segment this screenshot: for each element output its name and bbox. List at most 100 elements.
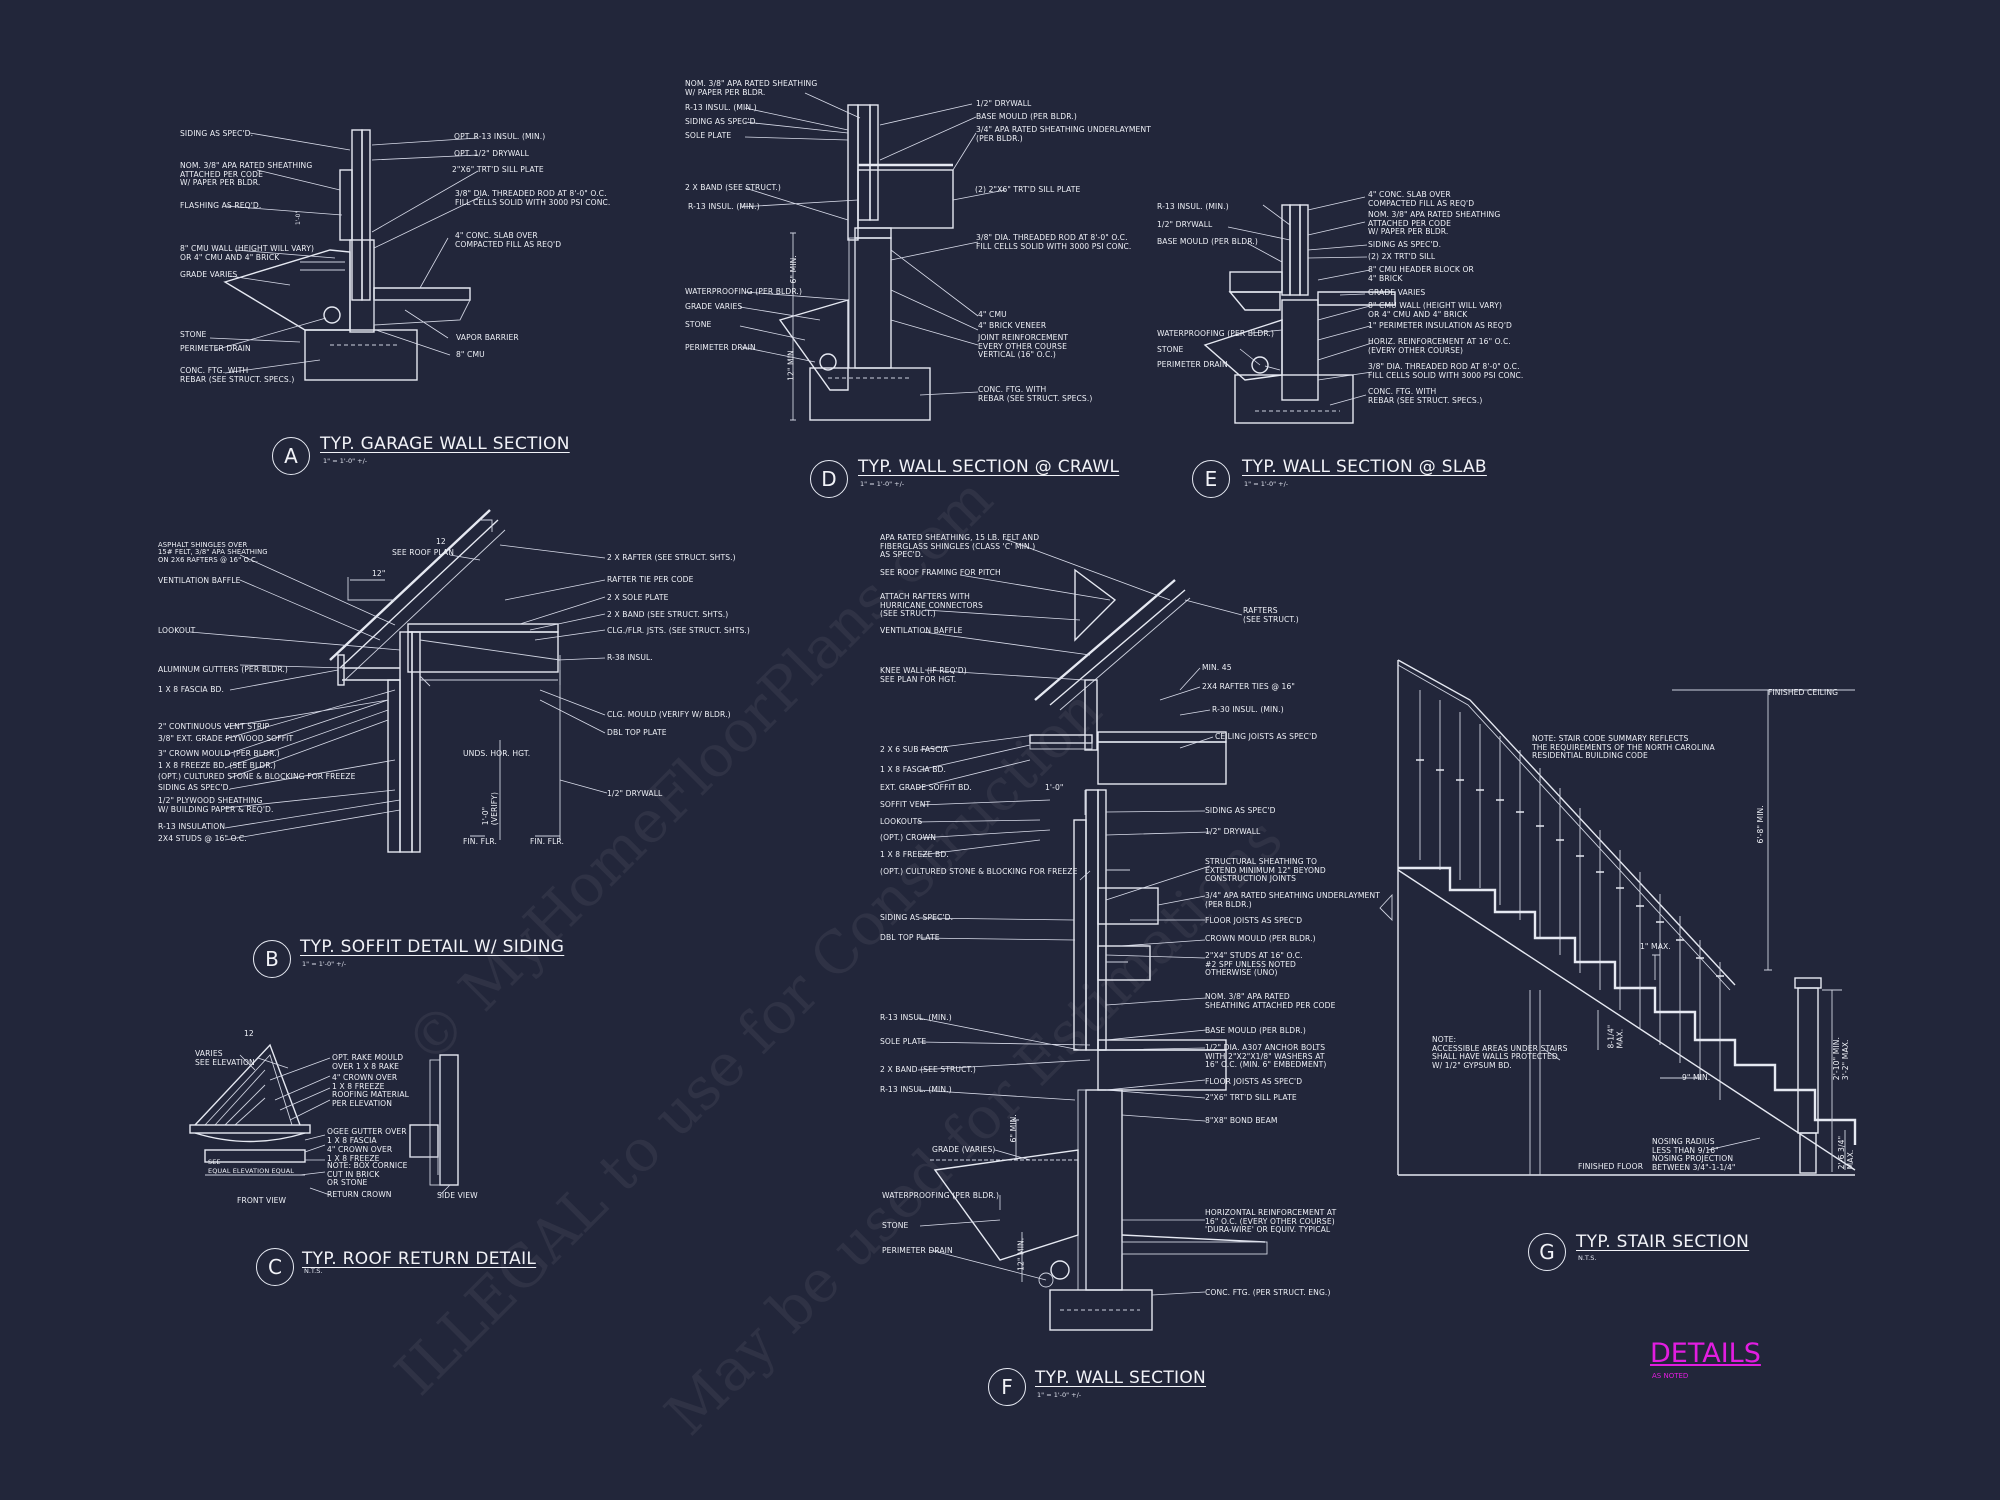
detail-f-note-right-13: NOM. 3/8" APA RATED SHEATHING ATTACHED P…: [1205, 992, 1336, 1010]
detail-c-note-2: OPT. RAKE MOULD OVER 1 X 8 RAKE: [332, 1053, 404, 1071]
detail-e-scale: 1" = 1'-0" +/-: [1244, 480, 1289, 488]
detail-f-note-left-11: (OPT.) CROWN: [880, 833, 936, 842]
detail-c-note-6: 4" CROWN OVER 1 X 8 FREEZE: [327, 1145, 393, 1163]
detail-a-note-right-2: OPT. 1/2" DRYWALL: [454, 149, 529, 158]
detail-f-note-right-7: 1/2" DRYWALL: [1205, 827, 1261, 836]
detail-f-note-right-6: SIDING AS SPEC'D: [1205, 806, 1276, 815]
detail-e-note-right-9: HORIZ. REINFORCEMENT AT 16" O.C. (EVERY …: [1368, 337, 1511, 355]
detail-d-linework: [739, 92, 1006, 421]
detail-f-note-left-13: (OPT.) CULTURED STONE & BLOCKING FOR FRE…: [880, 867, 1078, 876]
detail-g-dim-6: 2'-6 3/4" MAX.: [1837, 1135, 1855, 1170]
detail-f-note-left-18: 2 x BAND (SEE STRUCT.): [880, 1065, 976, 1074]
detail-a-note-left-4: 8" CMU WALL (HEIGHT WILL VARY) OR 4" CMU…: [180, 244, 315, 262]
detail-f-note-left-7: 1 x 8 FASCIA BD.: [880, 765, 947, 774]
detail-e-note-right-8: 1" PERIMETER INSULATION AS REQ'D: [1368, 321, 1512, 330]
detail-c-note-1: VARIES SEE ELEVATION: [195, 1049, 255, 1067]
detail-e-note-left-6: PERIMETER DRAIN: [1157, 360, 1228, 369]
detail-f-note-right-20: CONC. FTG. (PER STRUCT. ENG.): [1205, 1288, 1331, 1297]
detail-f-note-left-9: SOFFIT VENT: [880, 800, 931, 809]
detail-f-bubble: F: [988, 1368, 1026, 1406]
detail-a-note-right-5: 4" CONC. SLAB OVER COMPACTED FILL AS REQ…: [455, 231, 562, 249]
detail-f-note-right-8: STRUCTURAL SHEATHING TO EXTEND MINIMUM 1…: [1205, 857, 1326, 884]
detail-f-note-left-17: SOLE PLATE: [880, 1037, 927, 1046]
detail-b-note-left-5: 1 x 8 FASCIA BD.: [158, 685, 225, 694]
detail-b-note-left-2: VENTILATION BAFFLE: [158, 576, 241, 585]
detail-b-note-right-10: 1/2" DRYWALL: [607, 789, 663, 798]
detail-d-scale: 1" = 1'-0" +/-: [860, 480, 905, 488]
detail-b-label-pitch: 12: [436, 537, 446, 546]
detail-b-note-left-4: ALUMINUM GUTTERS (PER BLDR.): [158, 665, 288, 674]
detail-b-note-right-7: R-38 INSUL.: [607, 653, 653, 662]
detail-f-note-right-16: FLOOR JOISTS AS SPEC'D: [1205, 1077, 1303, 1086]
detail-d-note-right-3: 3/4" APA RATED SHEATHING UNDERLAYMENT (P…: [976, 125, 1151, 143]
detail-f-note-left-23: PERIMETER DRAIN: [882, 1246, 953, 1255]
detail-f-note-right-14: BASE MOULD (PER BLDR.): [1205, 1026, 1306, 1035]
detail-b-note-left-9: 1 X 8 FREEZE BD. (SEE BLDR.): [158, 761, 276, 770]
detail-b-note-right-4: 2 X SOLE PLATE: [607, 593, 669, 602]
detail-e-note-left-3: BASE MOULD (PER BLDR.): [1157, 237, 1258, 246]
detail-f-dim-2: 6" MIN.: [1008, 1114, 1018, 1143]
detail-e-note-right-10: 3/8" DIA. THREADED ROD AT 8'-0" O.C. FIL…: [1368, 362, 1524, 380]
detail-f-note-right-17: 2"x6" TRT'D SILL PLATE: [1205, 1093, 1297, 1102]
detail-b-note-left-3: LOOKOUT: [158, 626, 196, 635]
detail-f-note-left-10: LOOKOUTS: [880, 817, 923, 826]
detail-a-note-right-6: VAPOR BARRIER: [456, 333, 519, 342]
detail-f-note-right-15: 1/2" DIA. A307 ANCHOR BOLTS WITH 2"x2"x1…: [1205, 1043, 1327, 1070]
detail-e-note-right-5: 8" CMU HEADER BLOCK OR 4" BRICK: [1368, 265, 1474, 283]
detail-d-note-right-2: BASE MOULD (PER BLDR.): [976, 112, 1077, 121]
detail-g-dim-3: 8-1/4" MAX.: [1606, 1024, 1624, 1049]
detail-f-note-left-6: 2 x 6 SUB FASCIA: [880, 745, 949, 754]
detail-b-scale: 1" = 1'-0" +/-: [302, 960, 347, 968]
detail-f-note-right-18: 8"x8" BOND BEAM: [1205, 1116, 1278, 1125]
detail-f-note-left-4: VENTILATION BAFFLE: [880, 626, 963, 635]
detail-d-note-right-5: 3/8" DIA. THREADED ROD AT 8'-0" O.C. FIL…: [976, 233, 1132, 251]
detail-b-note-left-10: (OPT.) CULTURED STONE & BLOCKING FOR FRE…: [158, 772, 356, 781]
detail-f-dim-3: 12" MIN.: [1016, 1237, 1026, 1271]
detail-d-note-right-8: JOINT REINFORCEMENT EVERY OTHER COURSE V…: [978, 333, 1069, 360]
detail-b-title: TYP. SOFFIT DETAIL W/ SIDING: [300, 937, 565, 957]
detail-b-note-left-14: 2x4 STUDS @ 16" O.C.: [158, 834, 247, 843]
detail-a-title: TYP. GARAGE WALL SECTION: [320, 434, 570, 454]
detail-f-title: TYP. WALL SECTION: [1035, 1368, 1207, 1388]
detail-d-note-left-4: SOLE PLATE: [685, 131, 732, 140]
detail-a-scale: 1" = 1'-0" +/-: [323, 457, 368, 465]
detail-f-dim-1: 1'-0": [1045, 783, 1064, 792]
detail-f-note-left-12: 1 x 8 FREEZE BD.: [880, 850, 949, 859]
detail-g-dim-1: 6'-8" MIN.: [1755, 805, 1765, 844]
detail-f-linework: [916, 538, 1268, 1331]
detail-f-note-left-16: R-13 INSUL. (MIN.): [880, 1013, 952, 1022]
detail-g-note-3: NOTE: ACCESSIBLE AREAS UNDER STAIRS SHAL…: [1432, 1035, 1568, 1070]
detail-e-note-right-2: NOM. 3/8" APA RATED SHEATHING ATTACHED P…: [1368, 210, 1501, 237]
detail-d-note-left-6: R-13 INSUL. (MIN.): [688, 202, 760, 211]
detail-f-note-left-15: DBL TOP PLATE: [880, 933, 940, 942]
detail-f-note-right-4: R-30 INSUL. (MIN.): [1212, 705, 1284, 714]
detail-c-note-3: 4" CROWN OVER 1 X 8 FREEZE: [332, 1073, 398, 1091]
detail-b-note-left-12: 1/2" PLYWOOD SHEATHING W/ BUILDING PAPER…: [158, 796, 274, 814]
detail-b-note-left-1: ASPHALT SHINGLES OVER 15# FELT, 3/8" APA…: [158, 541, 268, 564]
detail-g-note-2: NOTE: STAIR CODE SUMMARY REFLECTS THE RE…: [1532, 734, 1715, 761]
detail-c-note-8: RETURN CROWN: [327, 1190, 392, 1199]
detail-a-note-left-2: NOM. 3/8" APA RATED SHEATHING ATTACHED P…: [180, 161, 313, 188]
detail-f-note-right-1: RAFTERS (SEE STRUCT.): [1243, 606, 1299, 624]
detail-g-dim-5: 2'-10" MIN. 3'-2" MAX.: [1832, 1036, 1850, 1081]
detail-f-note-left-3: ATTACH RAFTERS WITH HURRICANE CONNECTORS…: [880, 592, 983, 619]
detail-g-dim-2: 1" MAX.: [1640, 942, 1671, 951]
detail-e-note-right-3: SIDING AS SPEC'D.: [1368, 240, 1442, 249]
detail-f-note-left-1: APA RATED SHEATHING, 15 LB. FELT AND FIB…: [880, 533, 1040, 560]
detail-g-title: TYP. STAIR SECTION: [1576, 1232, 1750, 1252]
detail-a-note-left-5: GRADE VARIES: [180, 270, 238, 279]
detail-f-note-right-11: CROWN MOULD (PER BLDR.): [1205, 934, 1316, 943]
detail-e-title: TYP. WALL SECTION @ SLAB: [1242, 457, 1487, 477]
detail-f-note-left-14: SIDING AS SPEC'D.: [880, 913, 954, 922]
detail-a-bubble: A: [272, 437, 310, 475]
detail-c-note-5: OGEE GUTTER OVER 1 X 8 FASCIA: [327, 1127, 407, 1145]
detail-f-note-right-19: HORIZONTAL REINFORCEMENT AT 16" O.C. (EV…: [1205, 1208, 1337, 1235]
detail-a-note-left-3: FLASHING AS REQ'D.: [180, 201, 262, 210]
detail-f-scale: 1" = 1'-0" +/-: [1037, 1391, 1082, 1399]
detail-e-note-right-7: 8" CMU WALL (HEIGHT WILL VARY) OR 4" CMU…: [1368, 301, 1503, 319]
detail-b-note-right-6: CLG./FLR. JSTS. (SEE STRUCT. SHTS.): [607, 626, 750, 635]
detail-f-note-left-19: R-13 INSUL. (MIN.): [880, 1085, 952, 1094]
detail-b-note-right-1: SEE ROOF PLAN: [392, 548, 455, 557]
detail-g-dim-4: 9" MIN.: [1682, 1073, 1711, 1082]
